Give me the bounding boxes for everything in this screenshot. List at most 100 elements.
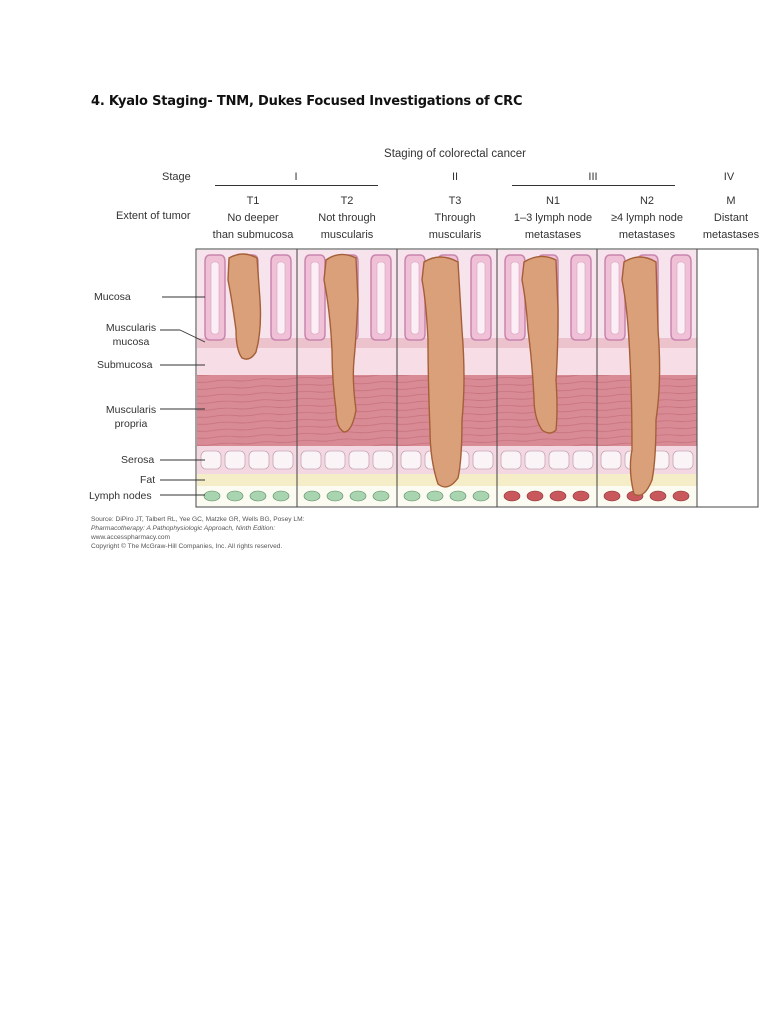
serosa-cell [224,450,246,470]
metastatic-lymph-node [503,490,521,502]
column-extent-line: Not through [318,212,376,224]
leader-lines [160,296,206,496]
metastatic-lymph-node [526,490,544,502]
label-submucosa: Submucosa [97,359,153,371]
column-extent-line: metastases [702,229,760,241]
label-line: propria [114,418,148,430]
column-n2: N2 ≥4 lymph node metastases [592,193,702,244]
serosa-cell [472,450,494,470]
label-line: Muscularis [105,322,157,334]
column-code: N1 [545,195,561,207]
tumor-t2 [323,253,359,433]
serosa-cell [548,450,570,470]
serosa-cell [372,450,394,470]
stage-ii: II [451,171,459,183]
label-serosa: Serosa [121,454,155,466]
crypt-lumen [510,261,520,335]
tumor-n2 [621,256,661,497]
column-t3: T3 Through muscularis [405,193,505,244]
column-code: T2 [340,195,354,207]
lymph-node [203,490,221,502]
lymph-node [403,490,421,502]
label-mucosa: Mucosa [94,291,131,303]
stage-iii-rule [512,185,675,186]
serosa-cell [600,450,622,470]
column-extent-line: 1–3 lymph node [513,212,593,224]
column-extent-line: than submucosa [212,229,294,241]
serosa-cell [348,450,370,470]
serosa-cell [272,450,294,470]
source-url: www.accesspharmacy.com [91,534,171,541]
serosa-cell [248,450,270,470]
crypt-lumen [610,261,620,335]
source-citation: Source: DiPiro JT, Talbert RL, Yee GC, M… [91,515,304,551]
lymph-node [249,490,267,502]
crypt-lumen [210,261,220,335]
crypt-lumen [676,261,686,335]
column-extent-line: muscularis [428,229,482,241]
stage-i-rule [215,185,378,186]
crypt-lumen [410,261,420,335]
serosa-cell [672,450,694,470]
column-code: T1 [246,195,260,207]
metastatic-lymph-node [572,490,590,502]
column-extent-line: metastases [618,229,676,241]
lymph-nodes [203,490,690,502]
lymph-node [326,490,344,502]
copyright-line: Copyright © The McGraw-Hill Companies, I… [91,543,283,550]
crypt-lumen [376,261,386,335]
serosa-cell [524,450,546,470]
lymph-node [226,490,244,502]
stage-row-label: Stage [162,171,191,183]
label-fat: Fat [140,474,156,486]
tumor-t3 [421,256,465,488]
lymph-node [272,490,290,502]
lymph-node [349,490,367,502]
crypt-lumen [576,261,586,335]
column-m: M Distant metastases [698,193,764,244]
lymph-layer [197,486,697,506]
serosa-cell [324,450,346,470]
column-t1: T1 No deeper than submucosa [203,193,303,244]
metastatic-lymph-node [603,490,621,502]
column-extent-line: No deeper [227,212,279,224]
label-muscularis-propria: Muscularis propria [92,403,170,431]
lymph-node [372,490,390,502]
figure-title: Staging of colorectal cancer [384,148,526,160]
column-code: N2 [639,195,655,207]
column-extent-line: ≥4 lymph node [610,212,684,224]
serosa-cell [300,450,322,470]
stage-iv: IV [723,171,735,183]
column-t2: T2 Not through muscularis [297,193,397,244]
tumors [227,253,661,497]
lymph-node [449,490,467,502]
tumor-t1 [227,253,262,360]
crypt-lumen [276,261,286,335]
extent-row-label: Extent of tumor [116,210,191,222]
source-line: Pharmacotherapy: A Pathophysiologic Appr… [91,525,275,532]
label-lymph-nodes: Lymph nodes [89,490,152,502]
serosa-cell [400,450,422,470]
serosa-cell [500,450,522,470]
crypt-lumen [310,261,320,335]
metastatic-lymph-node [672,490,690,502]
page-heading: 4. Kyalo Staging- TNM, Dukes Focused Inv… [91,94,523,109]
serosa-cell [572,450,594,470]
column-code: T3 [448,195,462,207]
label-line: Muscularis [105,404,157,416]
column-extent-line: muscularis [320,229,374,241]
lymph-node [472,490,490,502]
label-muscularis-mucosa: Muscularis mucosa [92,321,170,349]
column-separators [296,249,698,507]
label-line: mucosa [112,336,150,348]
crypt-lumen [476,261,486,335]
column-extent-line: metastases [524,229,582,241]
metastatic-lymph-node [549,490,567,502]
stage-i: I [294,171,298,183]
column-extent-line: Through [434,212,476,224]
column-code: M [726,195,736,207]
lymph-node [426,490,444,502]
lymph-node [303,490,321,502]
column-extent-line: Distant [713,212,749,224]
